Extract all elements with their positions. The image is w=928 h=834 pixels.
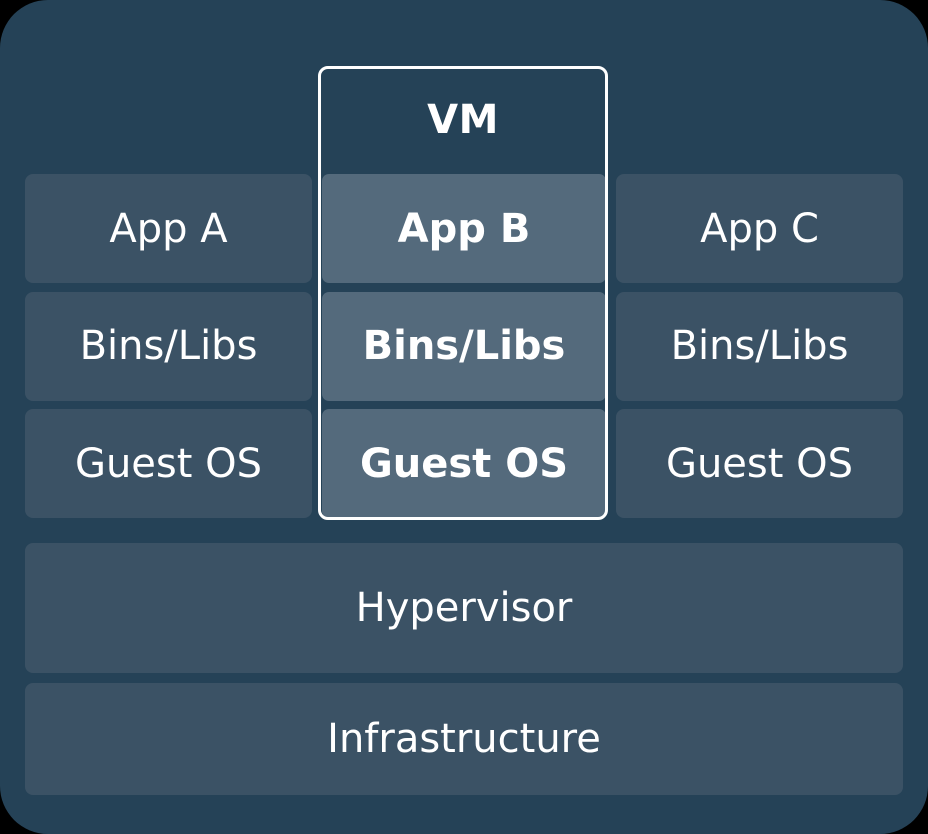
- cell-app-b: App B: [322, 174, 606, 283]
- vm-label: VM: [427, 97, 499, 143]
- cell-app-a: App A: [25, 174, 312, 283]
- column-left: App A Bins/Libs Guest OS: [25, 174, 312, 518]
- stack-columns: App A Bins/Libs Guest OS App B Bins/Libs…: [25, 174, 903, 518]
- cell-bins-libs-right: Bins/Libs: [616, 291, 903, 401]
- column-right: App C Bins/Libs Guest OS: [616, 174, 903, 518]
- cell-guest-os-left: Guest OS: [25, 409, 312, 518]
- cell-guest-os-right: Guest OS: [616, 409, 903, 518]
- band-infrastructure: Infrastructure: [25, 683, 903, 795]
- cell-bins-libs-left: Bins/Libs: [25, 291, 312, 401]
- cell-app-c: App C: [616, 174, 903, 283]
- band-hypervisor: Hypervisor: [25, 543, 903, 673]
- cell-guest-os-middle: Guest OS: [322, 409, 606, 518]
- cell-bins-libs-middle: Bins/Libs: [322, 291, 606, 401]
- column-middle: App B Bins/Libs Guest OS: [322, 174, 606, 518]
